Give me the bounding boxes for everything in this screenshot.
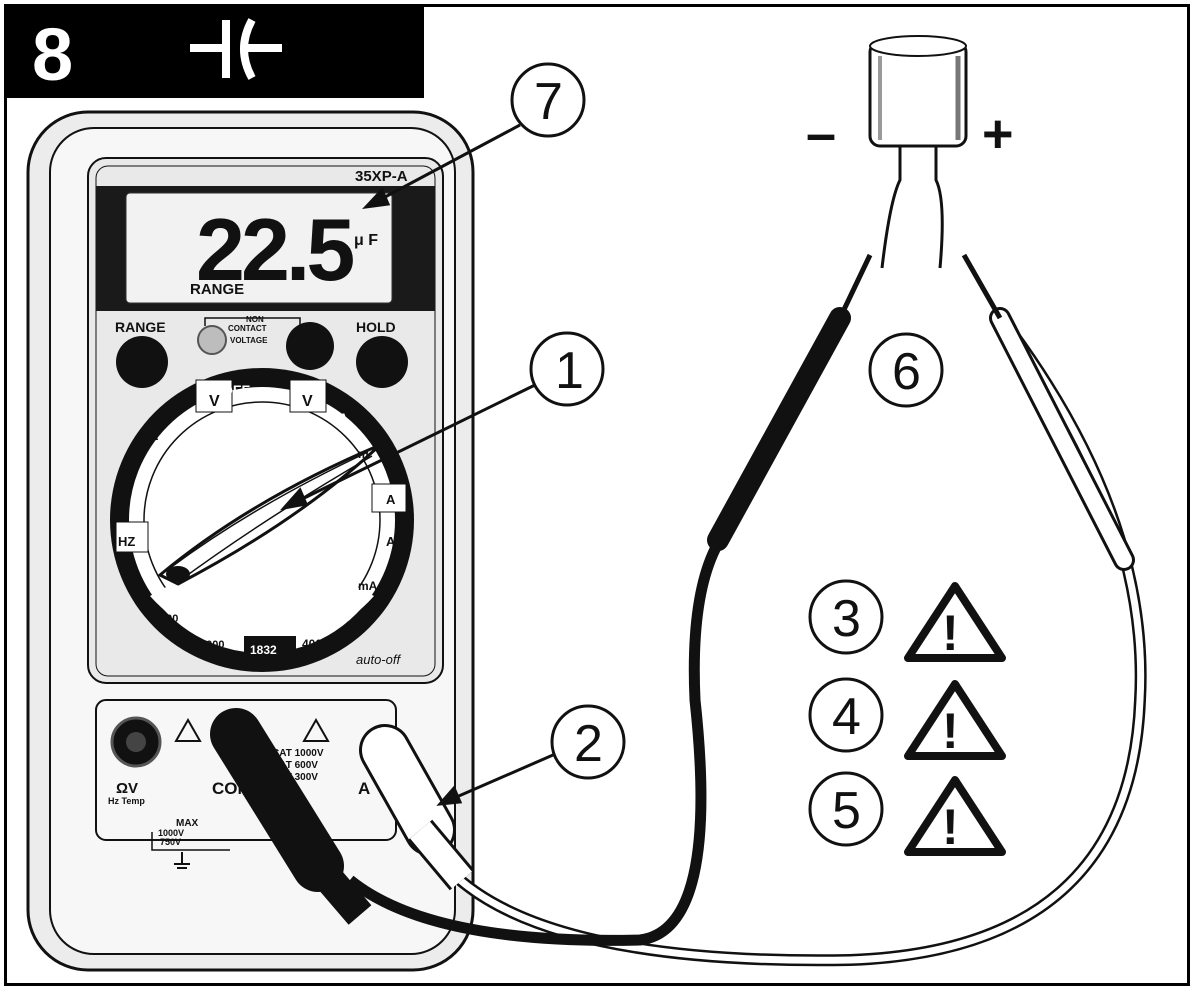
ncv-indicator: [197, 325, 227, 355]
warning-triangle-icon: !: [904, 582, 1006, 662]
dial-1000-label: 1000: [200, 639, 224, 651]
dial-a-top-label: A: [339, 411, 348, 425]
callout-2: 2: [550, 704, 626, 780]
range-button-label: RANGE: [115, 319, 166, 335]
dial-400f-label: 400: [302, 637, 322, 651]
rotary-dial[interactable]: [110, 368, 414, 672]
voltage-jack-label-2: Hz Temp: [108, 796, 145, 806]
max-label: MAX: [176, 818, 199, 829]
svg-text:6: 6: [892, 343, 921, 401]
svg-text:4: 4: [832, 688, 861, 746]
max-750-label: 750V: [160, 837, 181, 847]
model-label: 35XP-A: [355, 168, 408, 185]
lcd-unit: μ F: [354, 232, 378, 249]
svg-text:!: !: [942, 605, 959, 661]
com-plug: [210, 708, 372, 925]
lcd-reading: 22.5: [196, 200, 353, 299]
capacitor-minus-label: –: [806, 104, 836, 164]
callout-5: 5: [808, 771, 884, 847]
hold-button[interactable]: [356, 336, 408, 388]
test-leads: [210, 253, 1147, 967]
hold-button-label: HOLD: [356, 319, 396, 335]
warning-triangle-icon: !: [904, 680, 1006, 760]
dial-deg-c-label: °C: [180, 633, 192, 645]
dial-1832-label: 1832: [250, 643, 277, 657]
capacitor-icon: [190, 18, 282, 80]
dial-v-ac-label: V: [209, 393, 220, 410]
dial-a-bottom-label: A: [344, 619, 353, 633]
cat-rating-2: CAT 600V: [272, 760, 318, 771]
step-number: 8: [32, 13, 73, 96]
warning-triangle-icon: !: [904, 776, 1006, 856]
dial-ohm-label: Ω: [148, 428, 158, 443]
step-header: 8: [4, 4, 424, 98]
svg-text:!: !: [942, 799, 959, 855]
svg-text:!: !: [942, 703, 959, 759]
cat-rating-1: CAT 1000V: [272, 748, 324, 759]
callout-6: 6: [868, 332, 944, 408]
svg-text:3: 3: [832, 590, 861, 648]
ncv-label-2: CONTACT: [228, 324, 267, 333]
dial-off-label: OFF: [222, 382, 250, 398]
dial-ma-top-label: m: [358, 447, 369, 461]
callout-1: 1: [529, 331, 605, 407]
callout-7: 7: [510, 62, 586, 138]
diagram-frame: [4, 4, 1190, 986]
callout-3: 3: [808, 579, 884, 655]
dial-v-dc-label: V: [302, 393, 313, 410]
ncv-label-3: VOLTAGE: [230, 336, 268, 345]
max-1000-label: 1000V: [158, 828, 184, 838]
svg-text:2: 2: [574, 715, 603, 773]
dial-a-dc-label: A: [386, 492, 396, 507]
ncv-button[interactable]: [286, 322, 334, 370]
svg-text:7: 7: [534, 73, 563, 131]
dial-400c-label: 400: [160, 613, 178, 625]
ground-icon: [174, 852, 190, 869]
dial-hz-label: HZ: [118, 534, 135, 549]
multimeter: 35XP-A 22.5 μ F RANGE RANGE NON CONTACT …: [26, 110, 475, 972]
svg-text:1: 1: [555, 342, 584, 400]
dial-deg-f-label: °F: [284, 652, 294, 663]
capacitor-plus-label: +: [982, 104, 1014, 164]
ncv-label-1: NON: [246, 315, 264, 324]
positive-probe: [961, 253, 1135, 571]
capacitor: [868, 35, 968, 269]
dial-a-ac-label: A: [386, 534, 396, 549]
svg-text:5: 5: [832, 782, 861, 840]
cat-rating-3: CAT 300V: [272, 772, 318, 783]
callout-4: 4: [808, 677, 884, 753]
voltage-jack-label-1: ΩV: [116, 780, 138, 797]
negative-probe: [707, 253, 873, 551]
auto-off-label: auto-off: [356, 652, 401, 667]
a-plug: [359, 724, 475, 891]
lcd-range-indicator: RANGE: [190, 281, 244, 298]
dial-ma-ac-label: mA: [358, 579, 378, 593]
range-button[interactable]: [116, 336, 168, 388]
a-jack-label: A: [358, 779, 370, 798]
lcd-display: [125, 192, 393, 304]
